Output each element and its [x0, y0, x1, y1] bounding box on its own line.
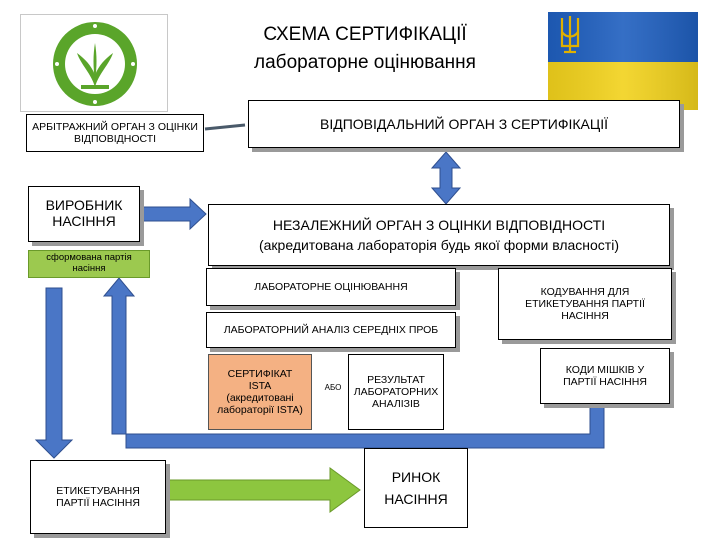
seed-inspection-emblem-icon — [53, 22, 137, 106]
arrow-codes-to-producer — [102, 277, 605, 449]
arrow-producer-to-body — [141, 197, 207, 231]
independent-body-label-line1: НЕЗАЛЕЖНИЙ ОРГАН З ОЦІНКИ ВІДПОВІДНОСТІ — [272, 216, 606, 233]
page-title: СХЕМА СЕРТИФІКАЦІЇ — [263, 24, 467, 45]
seed-lot-box: сформована партія насіння — [28, 250, 150, 278]
ista-certificate-line1: СЕРТИФІКАТ — [227, 367, 293, 380]
double-arrow-vertical — [430, 151, 462, 205]
arbitration-link-line — [204, 123, 246, 131]
producer-box: ВИРОБНИК НАСІННЯ — [28, 186, 140, 242]
or-label: АБО — [324, 383, 342, 392]
bag-codes-label: КОДИ МІШКІВ У ПАРТІЇ НАСІННЯ — [563, 363, 647, 388]
lab-assessment-box: ЛАБОРАТОРНЕ ОЦІНЮВАННЯ — [206, 268, 456, 306]
page-subtitle: лабораторне оцінювання — [254, 52, 476, 73]
lab-analysis-label: ЛАБОРАТОРНИЙ АНАЛІЗ СЕРЕДНІХ ПРОБ — [223, 323, 439, 336]
labeling-box: ЕТИКЕТУВАННЯ ПАРТІЇ НАСІННЯ — [30, 460, 166, 534]
certification-body-box: ВІДПОВІДАЛЬНИЙ ОРГАН З СЕРТИФІКАЦІЇ — [248, 100, 680, 148]
lab-analysis-box: ЛАБОРАТОРНИЙ АНАЛІЗ СЕРЕДНІХ ПРОБ — [206, 312, 456, 348]
independent-body-box: НЕЗАЛЕЖНИЙ ОРГАН З ОЦІНКИ ВІДПОВІДНОСТІ … — [208, 204, 670, 266]
coding-label: КОДУВАННЯ ДЛЯ ЕТИКЕТУВАННЯ ПАРТІЇ НАСІНН… — [525, 285, 645, 323]
seed-lot-label: сформована партія насіння — [46, 252, 132, 274]
labeling-label: ЕТИКЕТУВАННЯ ПАРТІЇ НАСІННЯ — [56, 484, 140, 509]
coding-box: КОДУВАННЯ ДЛЯ ЕТИКЕТУВАННЯ ПАРТІЇ НАСІНН… — [498, 268, 672, 340]
arbitration-body-box: АРБІТРАЖНИЙ ОРГАН З ОЦІНКИ ВІДПОВІДНОСТІ — [26, 114, 204, 152]
lab-assessment-label: ЛАБОРАТОРНЕ ОЦІНЮВАННЯ — [254, 280, 408, 293]
arrow-producer-to-labeling — [34, 287, 74, 459]
ista-certificate-line2: ISTA — [248, 379, 272, 392]
logo-frame — [20, 14, 168, 112]
lab-results-label: РЕЗУЛЬТАТ ЛАБОРАТОРНИХ АНАЛІЗІВ — [353, 373, 439, 411]
lab-results-box: РЕЗУЛЬТАТ ЛАБОРАТОРНИХ АНАЛІЗІВ — [348, 354, 444, 430]
ista-certificate-box: СЕРТИФІКАТ ISTA (акредитовані лабораторі… — [208, 354, 312, 430]
market-label-line1: РИНОК — [391, 468, 441, 485]
arbitration-body-label: АРБІТРАЖНИЙ ОРГАН З ОЦІНКИ ВІДПОВІДНОСТІ — [32, 120, 198, 145]
arrow-labeling-to-market — [165, 467, 361, 513]
bag-codes-box: КОДИ МІШКІВ У ПАРТІЇ НАСІННЯ — [540, 348, 670, 404]
producer-label-line2: НАСІННЯ — [52, 213, 116, 230]
certification-body-label: ВІДПОВІДАЛЬНИЙ ОРГАН З СЕРТИФІКАЦІЇ — [319, 115, 608, 132]
producer-label-line1: ВИРОБНИК — [45, 197, 123, 213]
market-label-line2: НАСІННЯ — [384, 491, 448, 507]
ista-certificate-line3: (акредитовані лабораторії ISTA) — [217, 392, 303, 417]
market-box: РИНОК НАСІННЯ — [364, 448, 468, 528]
independent-body-label-line2: (акредитована лабораторія будь якої форм… — [258, 237, 619, 253]
